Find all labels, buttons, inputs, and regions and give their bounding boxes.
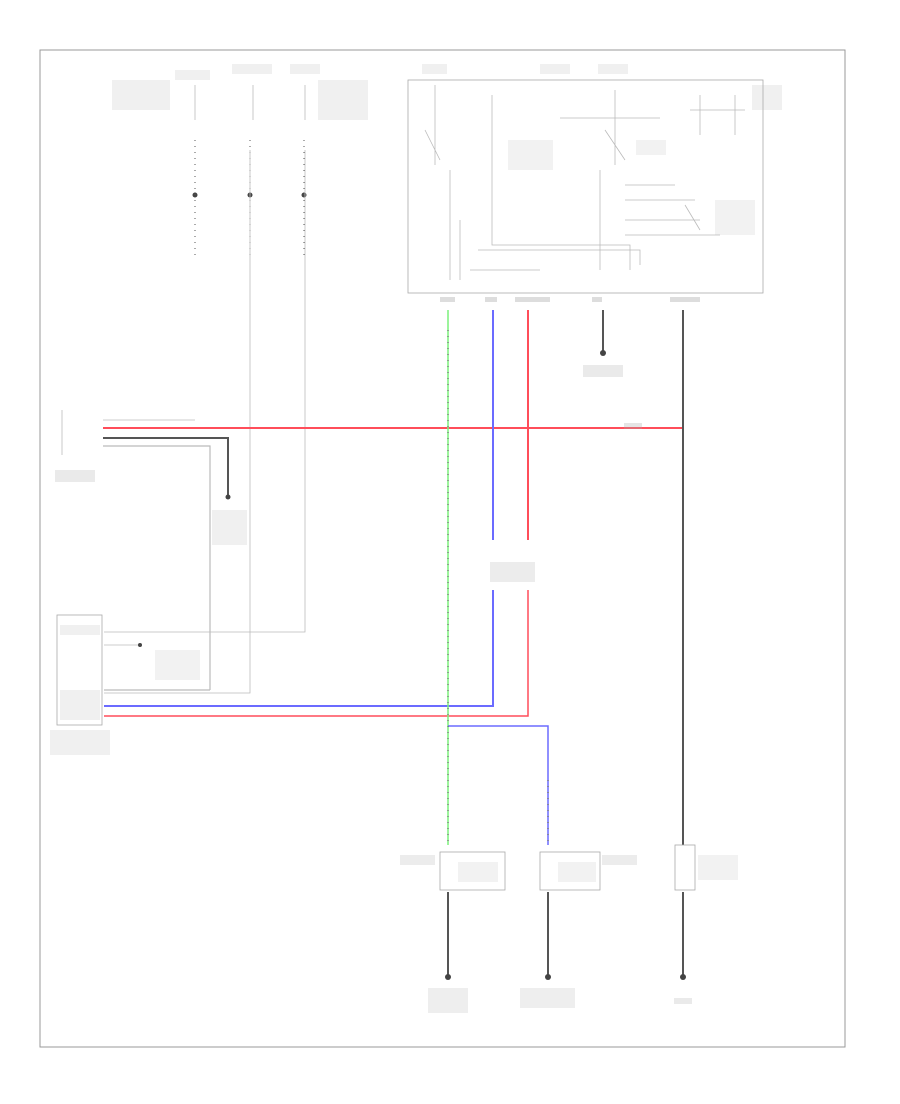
blue-wire-lower	[104, 590, 494, 707]
ground-point	[225, 494, 231, 500]
module-internals	[422, 64, 782, 280]
control-module-box	[407, 79, 764, 294]
connector-dot	[138, 643, 142, 647]
blue-wire-branch	[448, 725, 549, 845]
left-connector-block	[55, 410, 247, 690]
lower-left-module	[56, 614, 103, 726]
left-door-sensor	[400, 851, 506, 891]
ground-point-left	[445, 974, 451, 980]
right-door-sensor	[539, 851, 637, 891]
lower-left-module-internals	[50, 150, 306, 755]
splice-label	[490, 562, 535, 582]
red-wire-lower	[104, 590, 529, 717]
module-ground	[583, 310, 623, 377]
ground-point-center	[545, 974, 551, 980]
rear-sensor	[674, 844, 738, 891]
ground-point-right	[680, 974, 686, 980]
ground-point	[600, 350, 606, 356]
diagram-frame	[39, 49, 846, 1048]
fuse-group-left	[112, 64, 368, 260]
